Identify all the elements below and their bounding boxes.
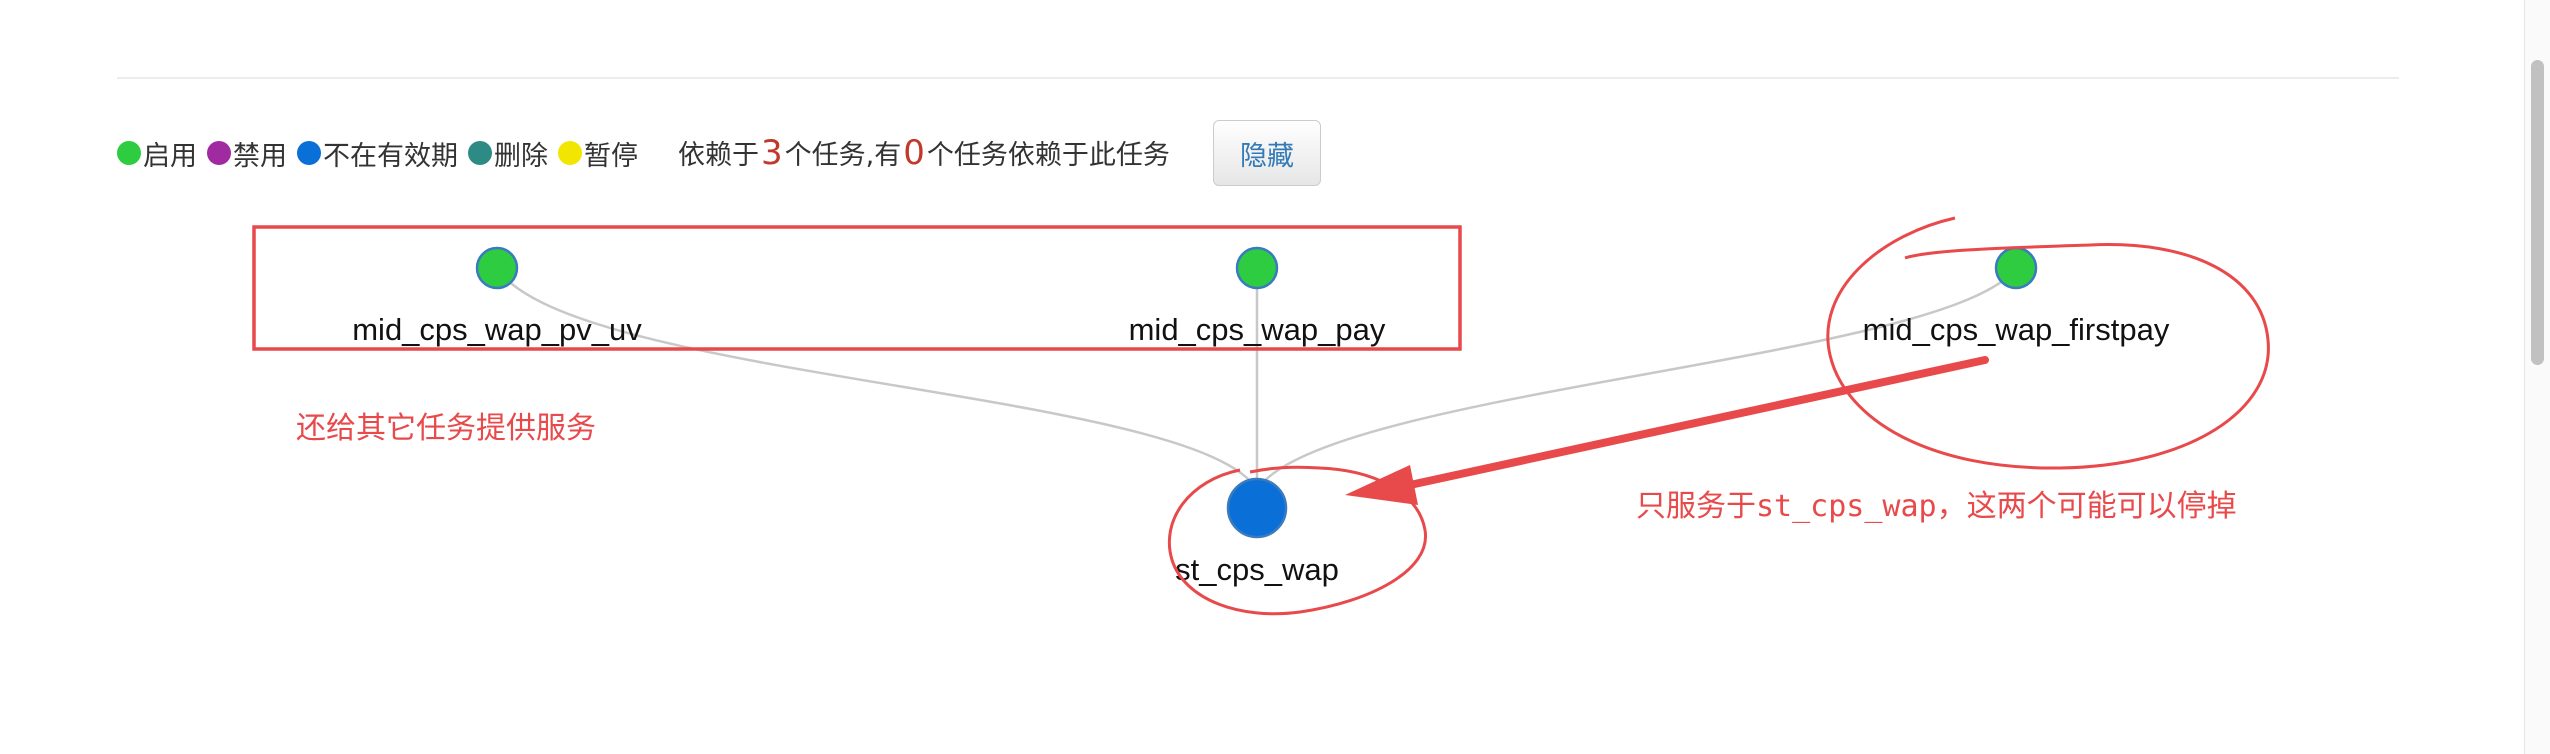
node-label: mid_cps_wap_pv_uv [352, 312, 642, 347]
annotation-arrow-shaft [1406, 356, 1989, 489]
hide-button[interactable]: 隐藏 [1213, 120, 1321, 186]
graph-node[interactable]: mid_cps_wap_pv_uv [352, 246, 642, 347]
scrollbar-thumb[interactable] [2531, 60, 2544, 365]
node-label: mid_cps_wap_firstpay [1863, 312, 2170, 347]
status-legend: 启用 禁用 不在有效期 删除 暂停 依赖于 3 个任务,有 0 个任务依赖于此任… [117, 133, 1170, 173]
legend-item-expired: 不在有效期 [297, 134, 458, 173]
dependency-summary: 依赖于 3 个任务,有 0 个任务依赖于此任务 [678, 133, 1170, 173]
node-label: st_cps_wap [1175, 552, 1339, 587]
edge-pv-uv-to-st [495, 267, 1259, 491]
annotation-left-note: 还给其它任务提供服务 [296, 411, 596, 446]
annotation-right-prefix: 只服务于 [1636, 489, 1756, 524]
yellow-dot-icon [558, 141, 582, 165]
annotation-box [252, 225, 1462, 351]
graph-node[interactable]: st_cps_wap [1175, 477, 1339, 587]
dependency-middle: 个任务,有 [784, 140, 902, 171]
legend-item-disabled: 禁用 [207, 134, 287, 173]
annotation-circle-firstpay [1826, 216, 2270, 470]
dependency-prefix: 依赖于 [678, 140, 759, 171]
depends-on-count: 3 [761, 133, 783, 173]
dependency-suffix: 个任务依赖于此任务 [926, 140, 1170, 171]
edge-firstpay-to-st [1255, 267, 2018, 491]
node-label: mid_cps_wap_pay [1129, 312, 1386, 347]
legend-item-enabled: 启用 [117, 134, 197, 173]
annotation-right-note: 只服务于st_cps_wap，这两个可能可以停掉 [1636, 489, 2237, 524]
legend-label: 不在有效期 [323, 140, 458, 172]
legend-label: 暂停 [584, 140, 638, 172]
graph-node[interactable]: mid_cps_wap_pay [1129, 246, 1386, 347]
depended-by-count: 0 [903, 133, 925, 173]
legend-label: 启用 [143, 140, 197, 172]
annotation-right-suffix: ，这两个可能可以停掉 [1937, 489, 2237, 524]
purple-dot-icon [207, 141, 231, 165]
teal-dot-icon [468, 141, 492, 165]
green-dot-icon [117, 141, 141, 165]
node-status-dot[interactable] [1994, 246, 2038, 290]
top-divider [117, 77, 2399, 79]
legend-label: 删除 [494, 140, 548, 172]
arrow-head-icon [1345, 465, 1418, 505]
node-status-dot[interactable] [1235, 246, 1279, 290]
legend-label: 禁用 [233, 140, 287, 172]
annotation-circle-st [1167, 465, 1427, 616]
node-status-dot[interactable] [1226, 477, 1288, 539]
annotation-right-code: st_cps_wap [1756, 489, 1937, 524]
graph-node[interactable]: mid_cps_wap_firstpay [1863, 246, 2170, 347]
node-status-dot[interactable] [475, 246, 519, 290]
legend-item-deleted: 删除 [468, 134, 548, 173]
blue-dot-icon [297, 141, 321, 165]
legend-item-paused: 暂停 [558, 134, 638, 173]
